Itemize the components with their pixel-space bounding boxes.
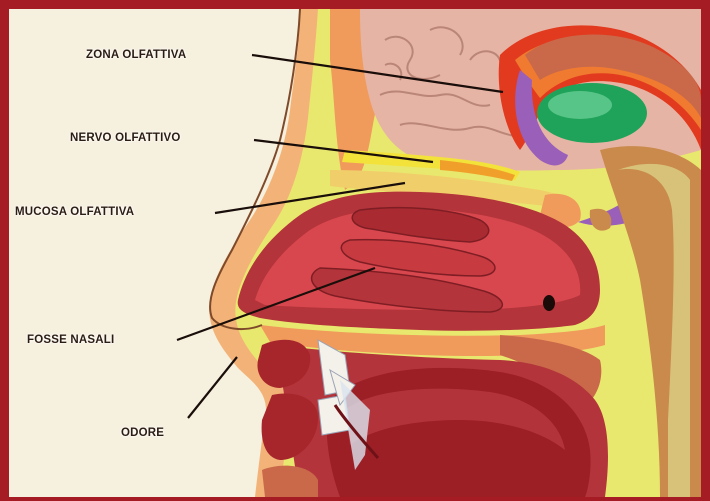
label-odore: ODORE bbox=[121, 427, 164, 439]
label-fosse-nasali: FOSSE NASALI bbox=[27, 334, 114, 346]
eustachian-opening bbox=[543, 295, 555, 311]
olfactory-bulb-highlight bbox=[548, 91, 612, 119]
label-zona-olfattiva: ZONA OLFATTIVA bbox=[86, 49, 186, 61]
label-nervo-olfattivo: NERVO OLFATTIVO bbox=[70, 132, 181, 144]
label-mucosa-olfattiva: MUCOSA OLFATTIVA bbox=[15, 206, 134, 218]
